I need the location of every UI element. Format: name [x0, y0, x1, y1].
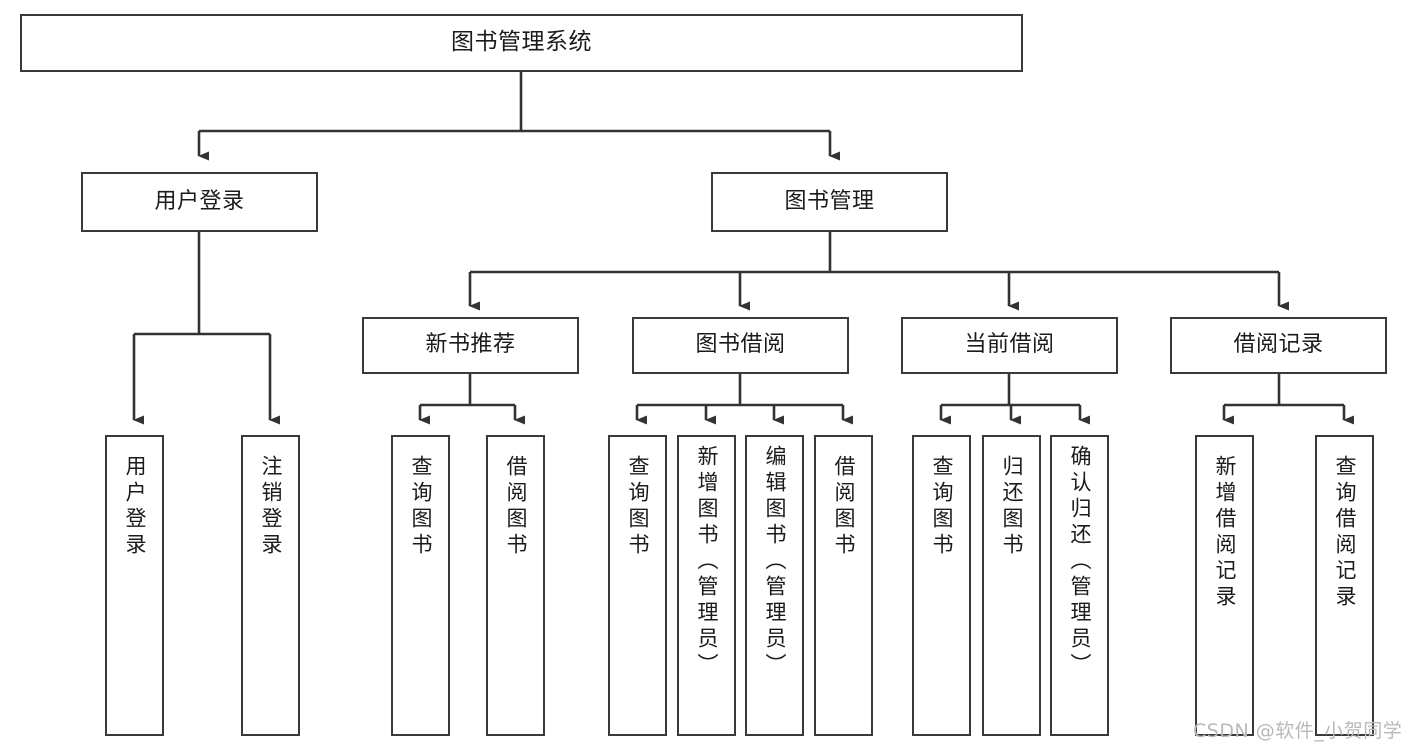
csdn-watermark: CSDN @软件_小贺同学 [1193, 720, 1403, 742]
node-leaf-borrow-book-recommend[interactable]: 借阅图书 [486, 435, 545, 736]
node-leaf-borrow-book[interactable]: 借阅图书 [814, 435, 873, 736]
node-root-book-management-system[interactable]: 图书管理系统 [20, 14, 1023, 72]
node-label: 新增借阅记录 [1213, 455, 1237, 611]
node-label: 借阅图书 [504, 455, 528, 559]
node-label: 当前借阅 [964, 332, 1055, 358]
node-leaf-confirm-return[interactable]: 确认归还（管理员） [1050, 435, 1109, 736]
node-label: 图书借阅 [695, 332, 786, 358]
node-label: 新书推荐 [425, 332, 516, 358]
node-label: 图书管理 [784, 188, 875, 214]
node-label: 确认归还（管理员） [1068, 445, 1092, 679]
node-borrow-record[interactable]: 借阅记录 [1170, 317, 1387, 374]
node-label: 借阅图书 [832, 455, 856, 559]
node-leaf-return-book[interactable]: 归还图书 [982, 435, 1041, 736]
node-leaf-user-logout[interactable]: 注销登录 [241, 435, 300, 736]
node-book-borrow[interactable]: 图书借阅 [632, 317, 849, 374]
node-leaf-query-book-recommend[interactable]: 查询图书 [391, 435, 450, 736]
node-book-management[interactable]: 图书管理 [711, 172, 948, 232]
node-leaf-edit-book[interactable]: 编辑图书（管理员） [745, 435, 804, 736]
node-label: 用户登录 [123, 455, 147, 559]
node-label: 查询图书 [930, 455, 954, 559]
node-leaf-user-login[interactable]: 用户登录 [105, 435, 164, 736]
node-label: 注销登录 [259, 455, 283, 559]
node-label: 新增图书（管理员） [695, 445, 719, 679]
node-label: 用户登录 [154, 188, 245, 214]
node-label: 查询图书 [626, 455, 650, 559]
node-user-login[interactable]: 用户登录 [81, 172, 318, 232]
node-leaf-query-borrow-record[interactable]: 查询借阅记录 [1315, 435, 1374, 736]
node-label: 查询借阅记录 [1333, 455, 1357, 611]
node-label: 归还图书 [1000, 455, 1024, 559]
node-label: 图书管理系统 [451, 29, 592, 56]
node-label: 查询图书 [409, 455, 433, 559]
node-new-book-recommend[interactable]: 新书推荐 [362, 317, 579, 374]
node-current-borrow[interactable]: 当前借阅 [901, 317, 1118, 374]
node-label: 借阅记录 [1233, 332, 1324, 358]
node-leaf-query-book-current[interactable]: 查询图书 [912, 435, 971, 736]
node-label: 编辑图书（管理员） [763, 445, 787, 679]
node-leaf-add-book[interactable]: 新增图书（管理员） [677, 435, 736, 736]
node-leaf-query-book-borrow[interactable]: 查询图书 [608, 435, 667, 736]
node-leaf-add-borrow-record[interactable]: 新增借阅记录 [1195, 435, 1254, 736]
